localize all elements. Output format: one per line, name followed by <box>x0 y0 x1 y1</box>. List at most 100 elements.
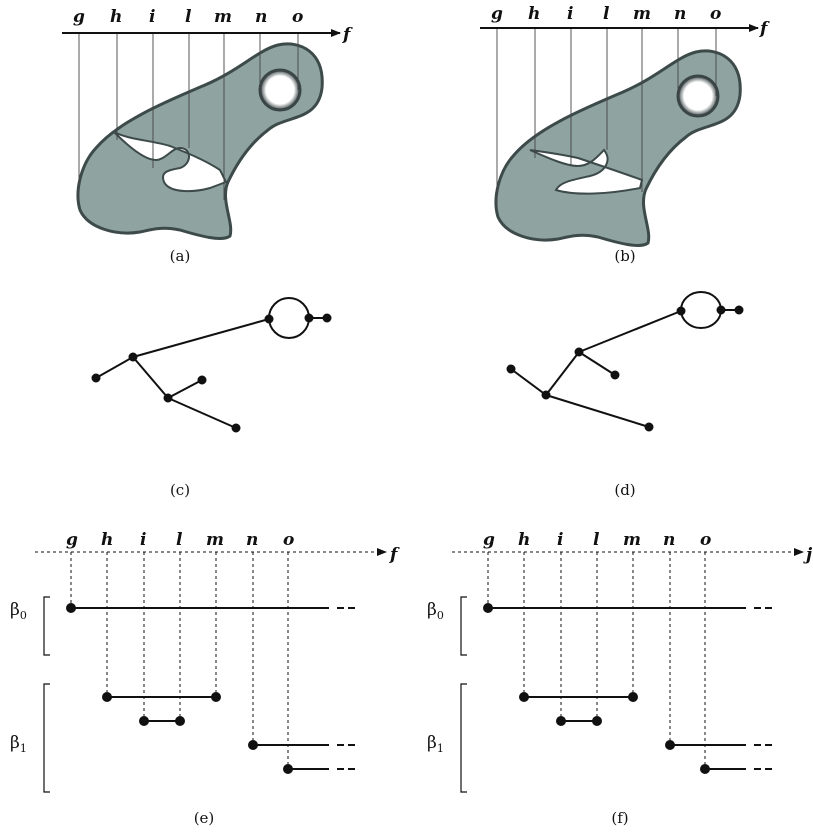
panel-e: f g h i l m n o β0 β1 <box>10 530 400 827</box>
panel-b-label-n: n <box>674 4 686 24</box>
panel-a-label-g: g <box>73 7 85 27</box>
bar-birth <box>700 764 710 774</box>
graph-edge <box>132 318 270 358</box>
panel-b-shape <box>494 49 742 247</box>
panel-f-label-n: n <box>663 530 675 550</box>
caption-f: (f) <box>611 809 628 827</box>
bar-birth <box>665 740 675 750</box>
panel-b: f g h i l m n o (b) <box>480 4 770 265</box>
panel-a-label-o: o <box>292 7 303 27</box>
panel-f-label-h: h <box>518 530 530 550</box>
shape-notch <box>113 131 228 193</box>
panel-a-axis-label: f <box>342 25 353 45</box>
panel-e-label-g: g <box>66 530 78 550</box>
panel-a: f g h i l m n o (a) <box>62 7 353 265</box>
caption-a: (a) <box>170 247 191 265</box>
caption-e: (e) <box>194 809 215 827</box>
graph-edge <box>132 356 169 399</box>
shape-notch <box>529 148 644 195</box>
panel-f-label-l: l <box>593 530 600 550</box>
beta1-label: β1 <box>10 733 27 755</box>
graph-node <box>91 373 101 383</box>
graph-loop <box>268 297 310 339</box>
bar-birth <box>483 603 493 613</box>
graph-node <box>506 364 516 374</box>
bar-death <box>175 716 185 726</box>
graph-edge <box>167 397 237 429</box>
panel-f-guides <box>487 552 706 769</box>
caption-b: (b) <box>614 247 635 265</box>
panel-a-shape <box>76 42 324 240</box>
beta0-label: β0 <box>427 600 444 622</box>
graph-node <box>128 352 138 362</box>
panel-f-label-i: i <box>557 530 563 550</box>
beta0-bracket <box>460 596 467 656</box>
panel-f: j g h i l m n o β0 β1 <box>427 530 813 827</box>
graph-edge <box>545 394 650 428</box>
graph-node <box>264 314 274 324</box>
panel-e-label-o: o <box>283 530 294 550</box>
graph-node <box>644 422 654 432</box>
panel-b-label-h: h <box>528 4 540 24</box>
panel-f-label-o: o <box>700 530 711 550</box>
graph-edge <box>578 351 616 376</box>
bar-birth <box>556 716 566 726</box>
panel-a-label-i: i <box>149 7 155 27</box>
panel-f-axis-label: j <box>803 545 813 565</box>
bar-death <box>628 692 638 702</box>
panel-a-label-n: n <box>255 7 267 27</box>
panel-e-label-n: n <box>246 530 258 550</box>
panel-b-label-g: g <box>491 4 503 24</box>
panel-e-bars <box>66 603 356 774</box>
panel-e-label-l: l <box>176 530 183 550</box>
panel-a-label-l: l <box>185 7 192 27</box>
panel-e-label-h: h <box>101 530 113 550</box>
shape-hole <box>258 68 302 112</box>
panel-e-label-i: i <box>140 530 146 550</box>
panel-e-guides <box>70 552 289 769</box>
panel-b-label-l: l <box>603 4 610 24</box>
beta1-bracket <box>43 683 50 793</box>
caption-d: (d) <box>614 481 635 499</box>
panel-a-label-h: h <box>110 7 122 27</box>
panel-a-label-m: m <box>214 7 232 27</box>
graph-node <box>163 393 173 403</box>
bar-birth <box>102 692 112 702</box>
graph-node <box>231 423 241 433</box>
panel-f-bars <box>483 603 773 774</box>
bar-birth <box>283 764 293 774</box>
graph-edge <box>95 356 134 379</box>
graph-node <box>574 347 584 357</box>
bar-death <box>592 716 602 726</box>
panel-b-label-i: i <box>567 4 573 24</box>
graph-node <box>610 370 620 380</box>
beta1-label: β1 <box>427 733 444 755</box>
graph-edge <box>167 379 203 399</box>
graph-node <box>541 390 551 400</box>
graph-edge <box>545 351 580 396</box>
panel-a-level-lines <box>78 33 299 200</box>
graph-node <box>734 305 744 315</box>
beta0-bracket <box>43 596 50 656</box>
bar-death <box>211 692 221 702</box>
panel-b-axis-label: f <box>759 19 770 39</box>
graph-node <box>304 313 314 323</box>
bar-birth <box>248 740 258 750</box>
panel-d <box>506 291 744 432</box>
caption-c: (c) <box>170 481 190 499</box>
panel-f-label-m: m <box>623 530 641 550</box>
panel-e-axis-label: f <box>389 545 400 565</box>
graph-node <box>676 306 686 316</box>
beta1-bracket <box>460 683 467 793</box>
shape-hole <box>676 74 720 118</box>
panel-f-label-g: g <box>483 530 495 550</box>
panel-b-level-lines <box>496 28 717 208</box>
bar-birth <box>66 603 76 613</box>
graph-node <box>322 313 332 323</box>
graph-node <box>197 375 207 385</box>
panel-e-label-m: m <box>206 530 224 550</box>
graph-loop <box>680 291 722 329</box>
graph-node <box>716 305 726 315</box>
graph-edge <box>578 310 682 353</box>
